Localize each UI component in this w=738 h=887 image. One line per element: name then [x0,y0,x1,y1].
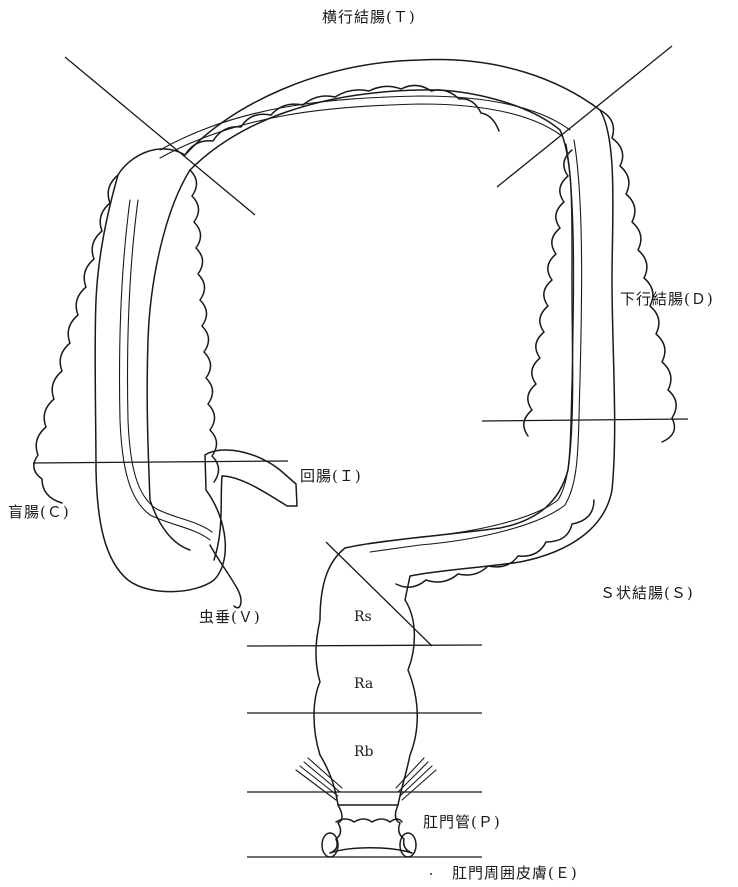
haustra-top [185,85,499,155]
label-rb: Rb [354,744,374,760]
label-cecum: 盲腸(Ｃ) [8,501,70,522]
haustra-left-inner [190,170,219,482]
label-descending-colon: 下行結腸(Ｄ) [620,288,714,309]
boundary-rs-ra [247,645,482,646]
label-rs: Rs [354,609,372,625]
stray-dot [430,873,432,875]
boundary-descending-sigmoid [482,419,688,421]
label-appendix: 虫垂(Ｖ) [199,606,261,627]
boundary-cecum-ascending [33,461,288,463]
sphincter-hatch [296,758,436,800]
label-perianal-skin: 肛門周囲皮膚(Ｅ) [452,862,578,883]
label-ra: Ra [354,676,373,692]
boundary-sigmoid-rectum [326,542,432,646]
colon-outer-wall [95,60,615,805]
label-transverse-colon: 横行結腸(Ｔ) [322,6,416,27]
label-ileum: 回腸(Ｉ) [300,465,362,486]
label-sigmoid-colon: Ｓ状結腸(Ｓ) [600,582,694,603]
label-anal-canal: 肛門管(Ｐ) [423,811,501,832]
haustra-right-inner [524,150,572,436]
boundary-transverse-left [65,57,255,215]
